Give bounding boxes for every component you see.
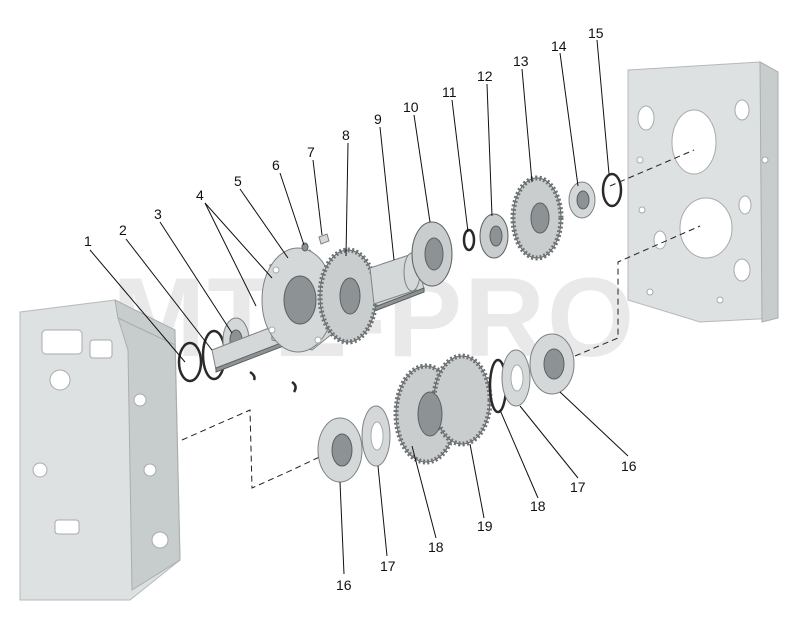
callout-3: 3 — [154, 206, 162, 222]
callout-9: 9 — [374, 111, 382, 127]
callout-13: 13 — [513, 53, 529, 69]
callout-17-right: 17 — [570, 479, 586, 495]
callout-6: 6 — [272, 157, 280, 173]
upper-shaft-assembly — [177, 172, 623, 393]
callout-18-left: 18 — [428, 539, 444, 555]
callout-10: 10 — [403, 99, 419, 115]
right-housing — [627, 61, 779, 323]
axis-lines — [181, 149, 701, 489]
callout-17-left: 17 — [380, 558, 396, 574]
callout-11: 11 — [442, 84, 457, 100]
callout-18-right: 18 — [530, 498, 546, 514]
callout-5: 5 — [234, 173, 242, 189]
callout-19: 19 — [477, 518, 493, 534]
callout-15: 15 — [588, 25, 604, 41]
callout-8: 8 — [342, 127, 350, 143]
callout-2: 2 — [119, 222, 127, 238]
leader-lines — [89, 39, 629, 575]
callout-7: 7 — [307, 144, 315, 160]
callout-4: 4 — [196, 187, 204, 203]
left-housing — [19, 299, 181, 601]
callout-16-left: 16 — [336, 577, 352, 593]
snap-ring-1 — [177, 341, 203, 383]
callout-numbers: 1 2 3 4 5 6 7 8 9 10 11 12 13 14 15 16 1… — [84, 25, 637, 593]
callout-16-right: 16 — [621, 458, 637, 474]
callout-12: 12 — [477, 68, 493, 84]
callout-14: 14 — [551, 38, 567, 54]
lower-shaft-assembly — [317, 333, 575, 483]
callout-1: 1 — [84, 233, 92, 249]
